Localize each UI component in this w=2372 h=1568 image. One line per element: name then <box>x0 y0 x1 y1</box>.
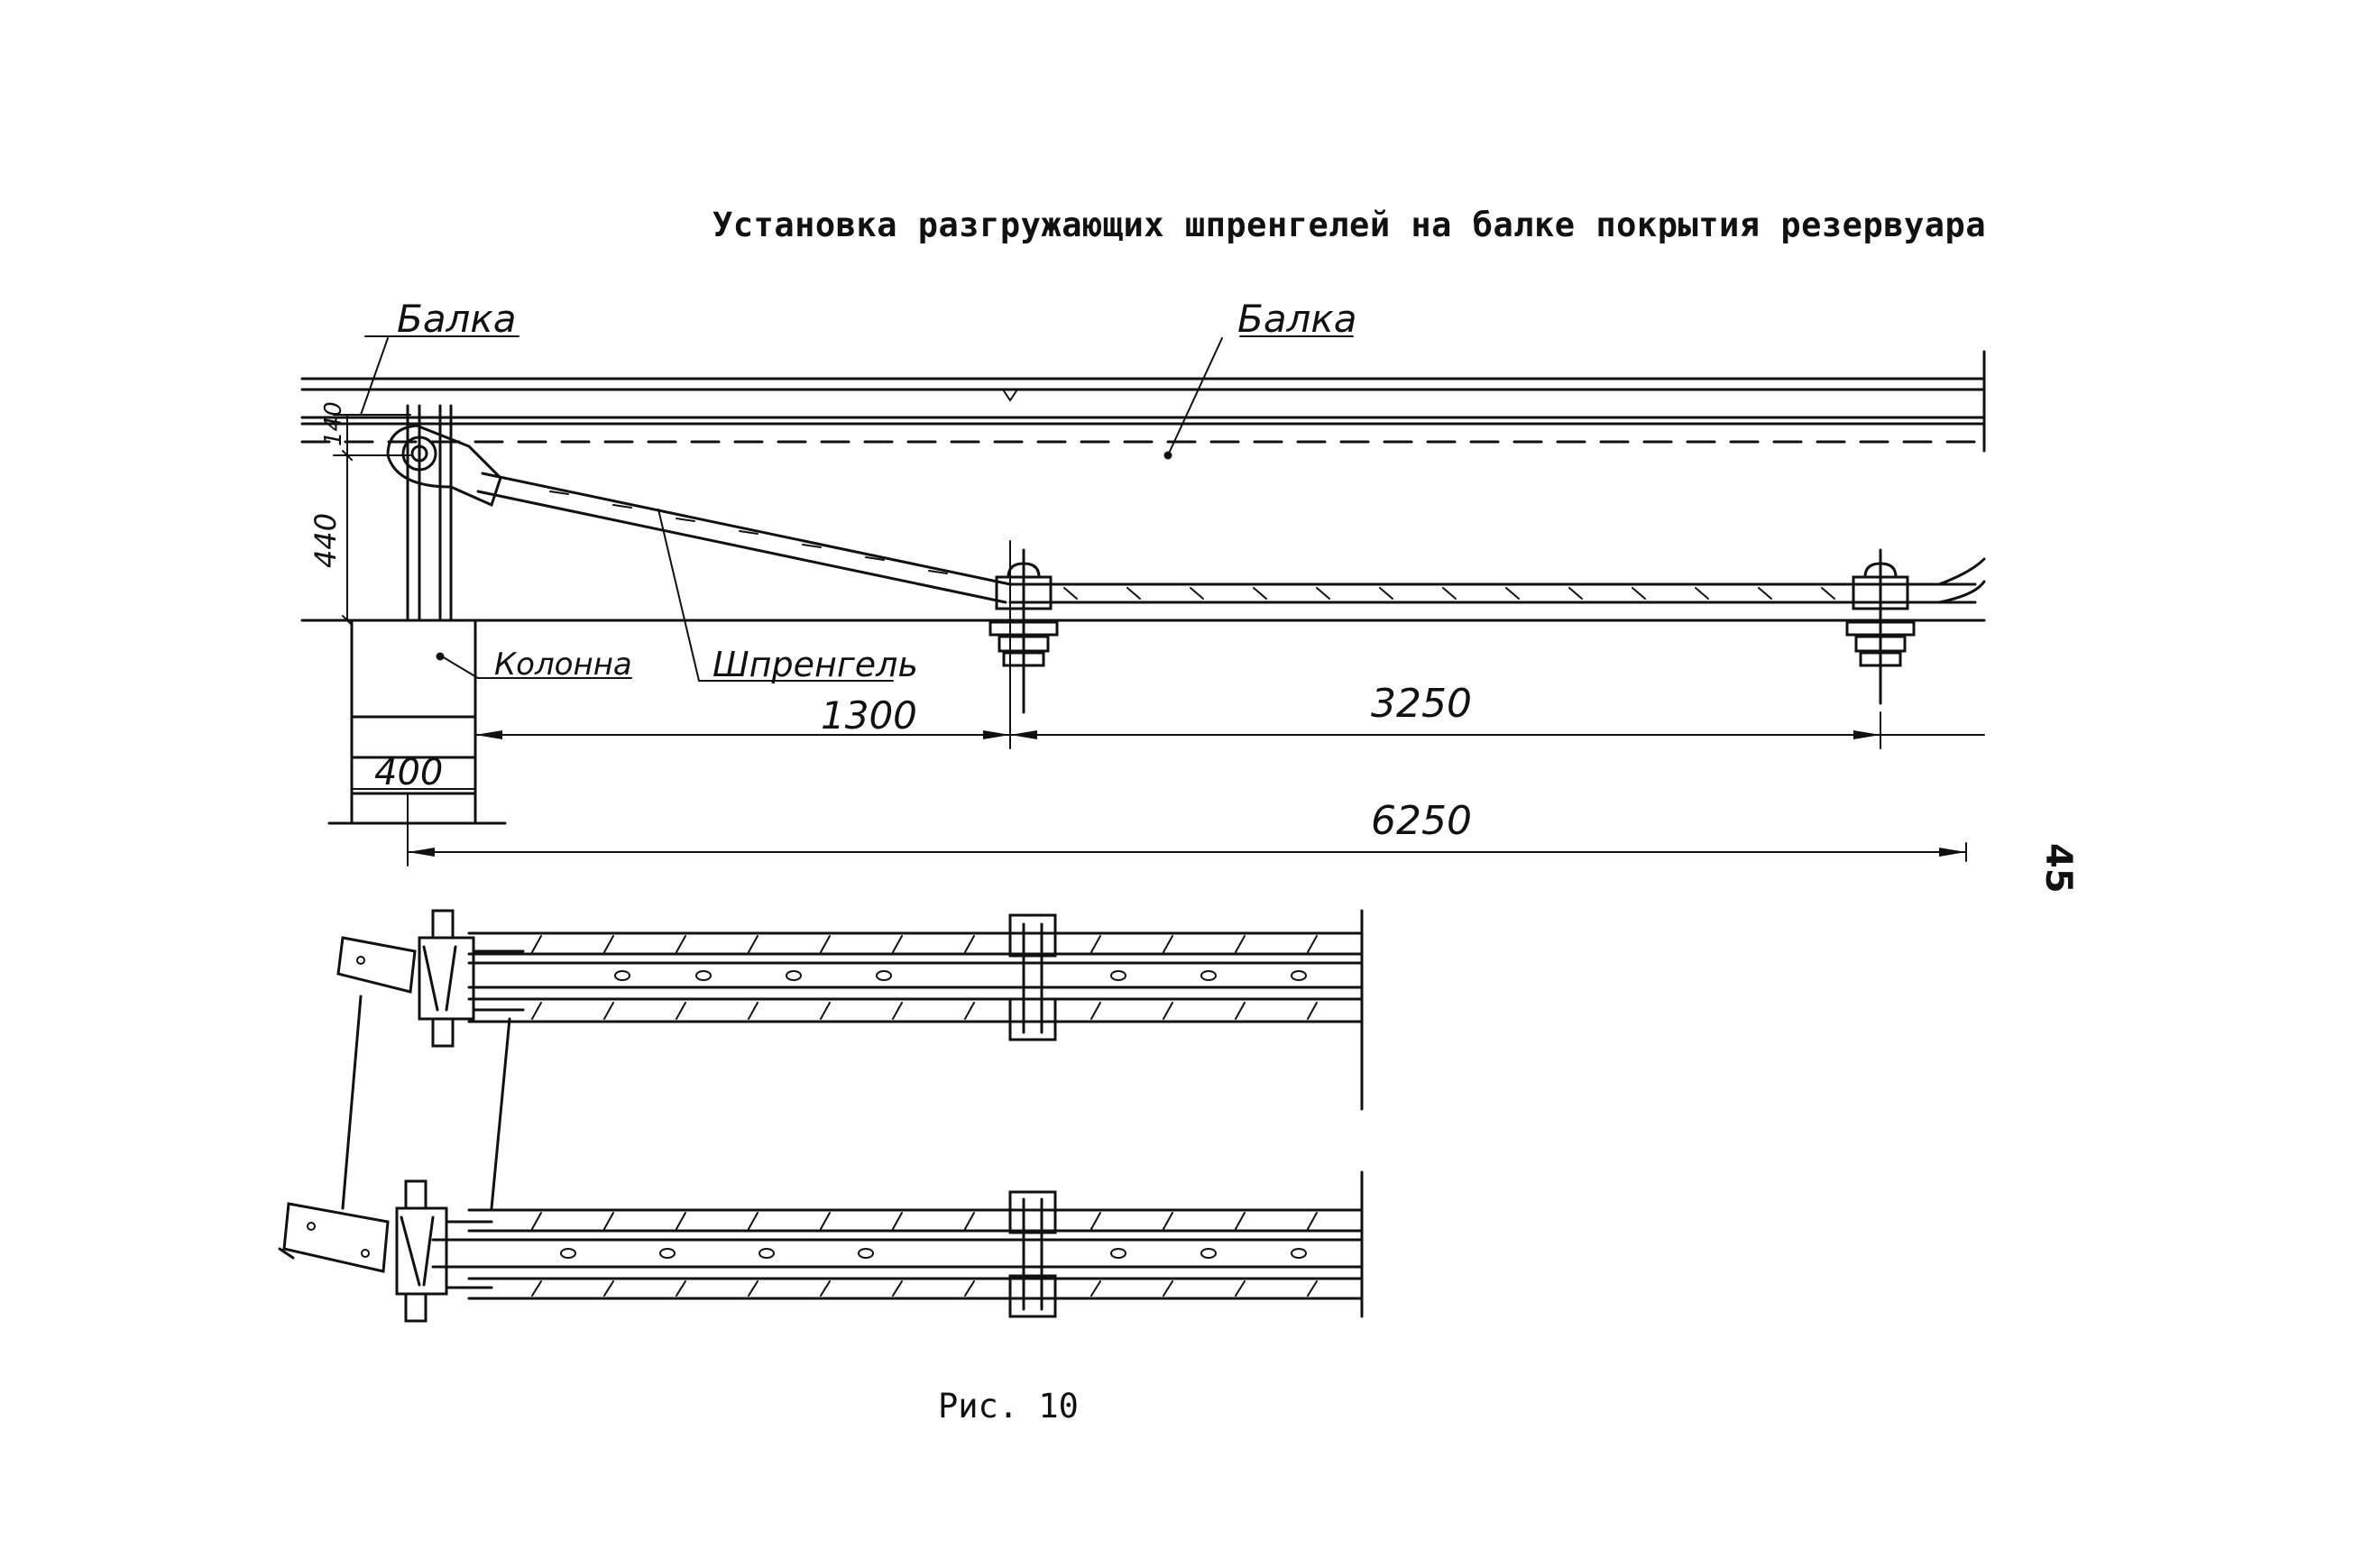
plan-assembly-upper <box>336 909 1364 1111</box>
dimension-arrows <box>408 730 1966 857</box>
dim-440: 440 <box>308 513 343 568</box>
beam-label-left: Балка <box>397 297 517 341</box>
truss-end-fitting <box>386 424 502 508</box>
column-post <box>300 404 1986 622</box>
leaders <box>360 335 1354 682</box>
elevation-view: Балка Балка Колонна Шпренгель 140 440 40… <box>300 297 1986 867</box>
horizontal-truss <box>1008 557 1986 604</box>
clamp-2 <box>1845 548 1916 705</box>
dim-1300: 1300 <box>821 693 917 738</box>
page-title: Установка разгружающих шпренгелей на бал… <box>713 206 1987 244</box>
dim-140: 140 <box>320 401 347 446</box>
beam-label-right: Балка <box>1237 297 1357 341</box>
truss-label: Шпренгель <box>713 645 918 684</box>
figure-caption: Рис. 10 <box>938 1387 1079 1426</box>
inclined-truss <box>476 472 1012 604</box>
dim-400: 400 <box>374 752 443 793</box>
beam <box>300 350 1986 460</box>
column-label: Колонна <box>494 646 632 683</box>
plan-view <box>278 909 1364 1323</box>
dimension-lines <box>333 414 1985 867</box>
dim-3250: 3250 <box>1371 681 1472 727</box>
column-block <box>327 619 507 825</box>
clamp-1 <box>988 548 1059 714</box>
dim-6250: 6250 <box>1371 798 1472 844</box>
plan-assembly-lower <box>278 1170 1364 1323</box>
plan-tie-rods <box>341 995 511 1210</box>
